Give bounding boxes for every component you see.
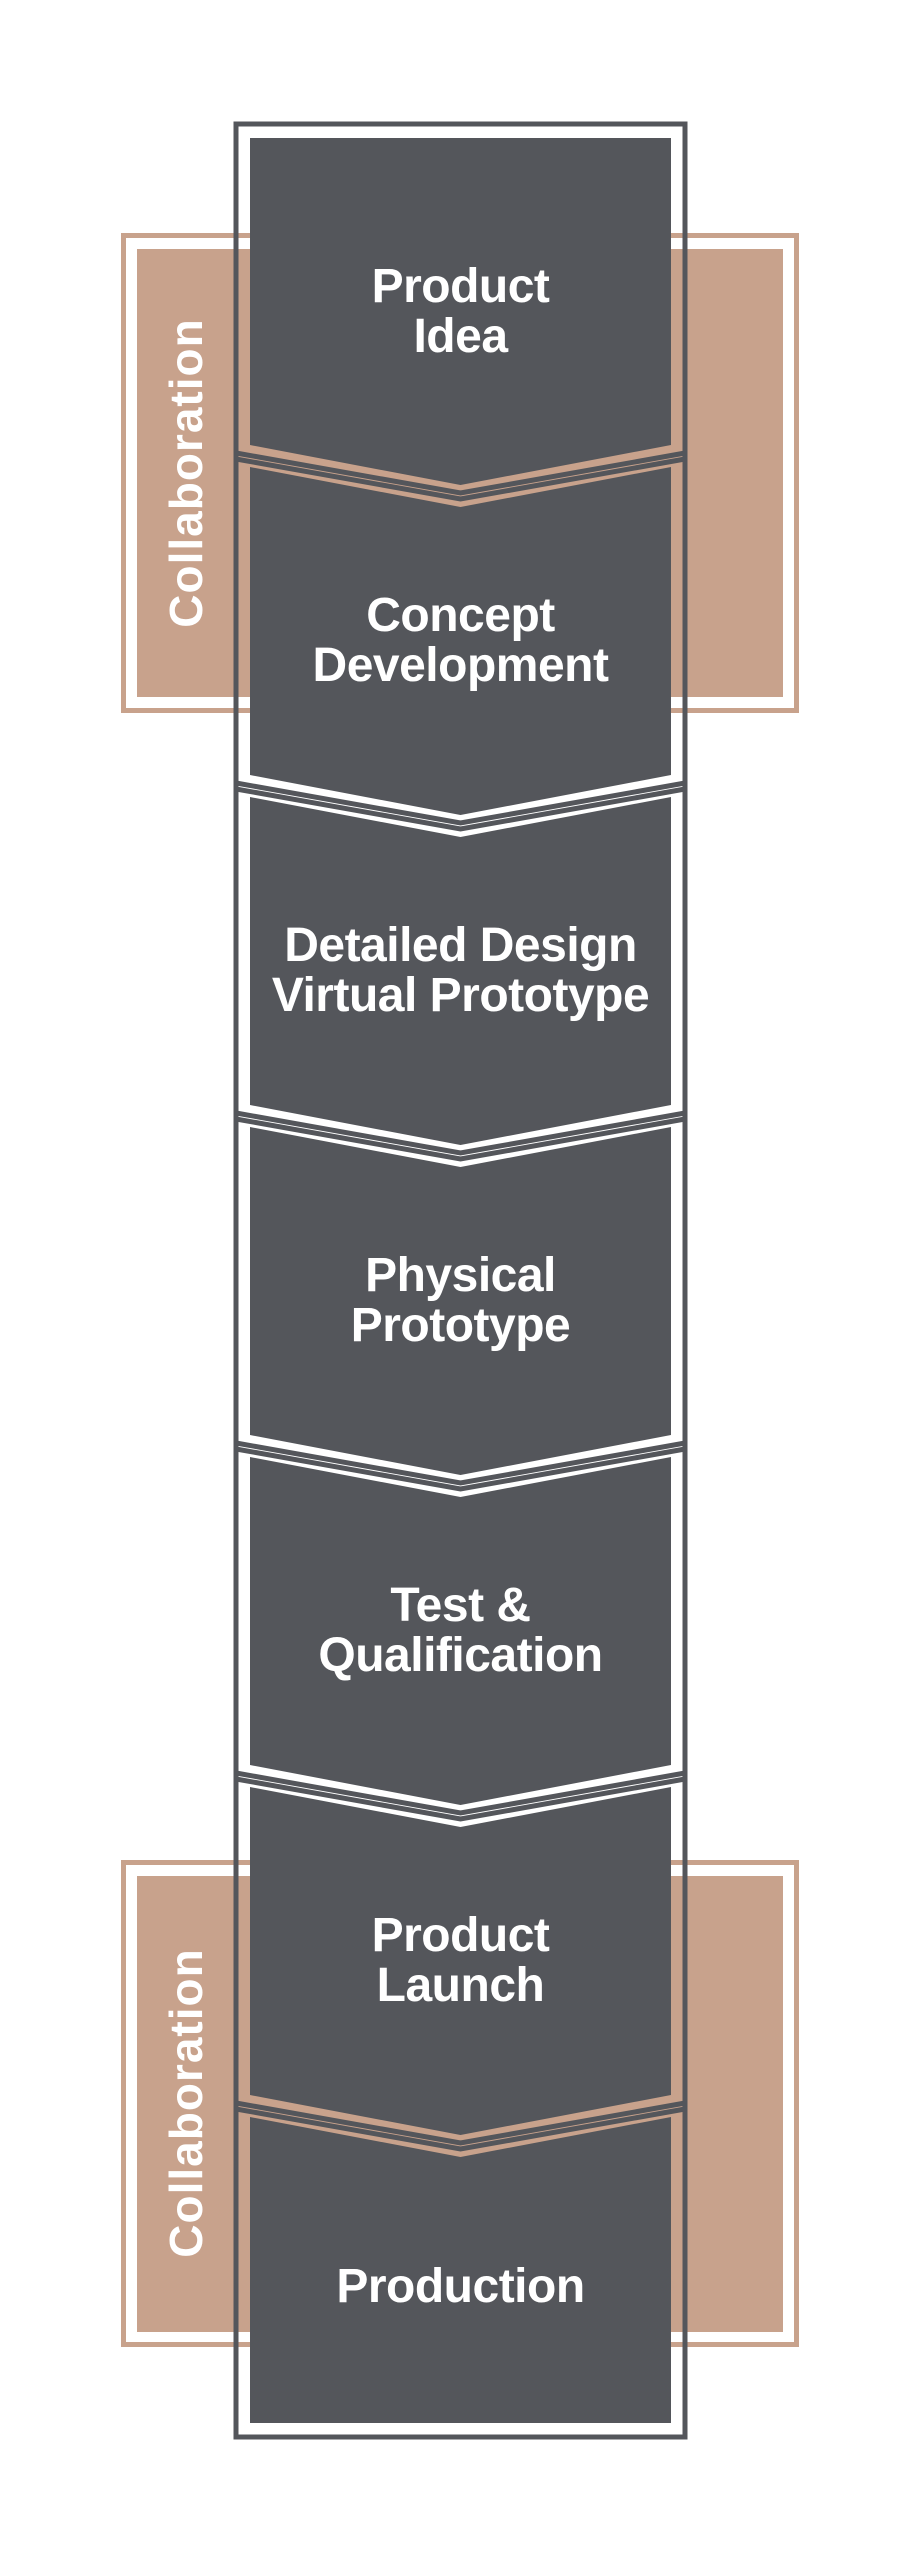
stage-label-line: Detailed Design	[284, 919, 637, 972]
stage-label-line: Virtual Prototype	[271, 969, 650, 1022]
stage-shape-concept-development	[250, 467, 671, 815]
stage-label-product-launch: Product Launch	[250, 1787, 671, 2135]
stage-shape-product-idea	[250, 138, 671, 485]
stage-label-line: Product	[371, 1909, 550, 1962]
stage-label-line: Physical	[365, 1249, 556, 1302]
collaboration-label-bottom: Collaboration	[160, 1948, 212, 2258]
stage-label-line: Development	[312, 639, 609, 692]
stage-label-physical-prototype: Physical Prototype	[250, 1127, 671, 1475]
stage-outline-product-idea	[233, 121, 688, 502]
stage-label-line: Concept	[366, 589, 555, 642]
collaboration-label-top: Collaboration	[160, 318, 212, 628]
stage-label-line: Production	[336, 2259, 585, 2313]
stage-label-test-qualification: Test & Qualification	[250, 1457, 671, 1805]
stage-shape-test-qualification	[250, 1457, 671, 1805]
stage-label-line: Prototype	[350, 1299, 571, 1352]
stage-shape-production	[250, 2117, 671, 2423]
stage-outline-production	[233, 2100, 688, 2440]
stage-label-line: Idea	[413, 309, 508, 363]
stage-shape-physical-prototype	[250, 1127, 671, 1475]
stage-label-production: Production	[250, 2150, 671, 2423]
stage-label-line: Qualification	[318, 1629, 603, 1682]
stage-label-line: Product	[371, 259, 550, 313]
stage-label-line: Test &	[390, 1579, 531, 1632]
stage-shape-product-launch	[250, 1787, 671, 2135]
stage-label-product-idea: Product Idea	[250, 138, 671, 485]
stage-label-concept-development: Concept Development	[250, 467, 671, 815]
stage-label-detailed-design: Detailed Design Virtual Prototype	[250, 797, 671, 1145]
process-column	[233, 121, 688, 2440]
stage-label-line: Launch	[376, 1959, 545, 2012]
stage-shape-detailed-design	[250, 797, 671, 1145]
